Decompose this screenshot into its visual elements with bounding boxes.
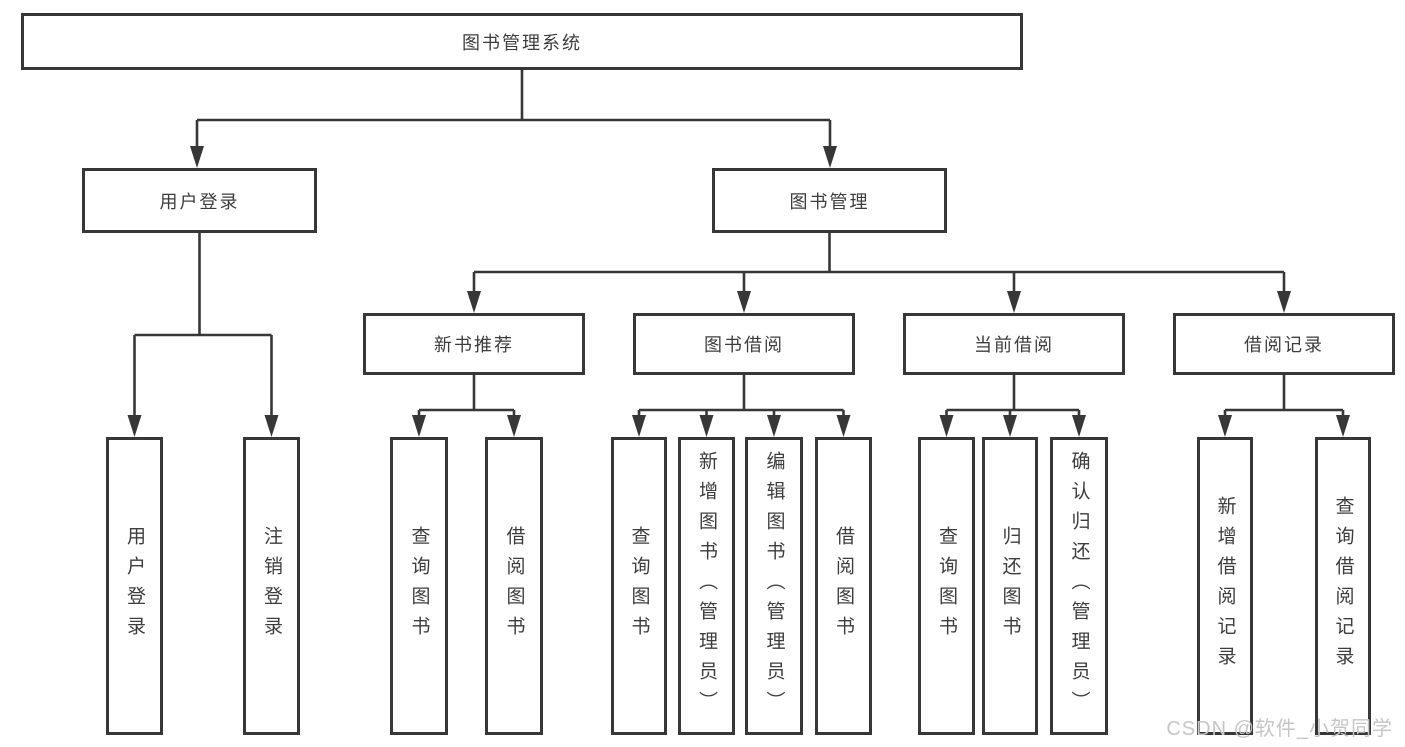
leaf-cb-confirm-return-admin-label: 确认归还（管理员） <box>1068 451 1090 721</box>
leaf-cb-confirm-return-admin: 确认归还（管理员） <box>1050 437 1108 735</box>
arrowhead-icon <box>467 291 481 313</box>
leaf-br-add-record: 新增借阅记录 <box>1197 437 1253 735</box>
arrowhead-icon <box>939 415 954 437</box>
arrowhead-icon <box>632 415 646 437</box>
csdn-watermark: CSDN @软件_小贺同学 <box>1166 718 1393 740</box>
leaf-nb-query-books-label: 查询图书 <box>408 526 430 646</box>
node-root: 图书管理系统 <box>21 13 1023 70</box>
leaf-nb-borrow-books: 借阅图书 <box>485 437 543 735</box>
node-current-borrowing-label: 当前借阅 <box>974 335 1054 355</box>
leaf-bb-edit-books-admin: 编辑图书（管理员） <box>745 437 803 735</box>
arrowhead-icon <box>127 415 142 437</box>
leaf-bb-borrow-books: 借阅图书 <box>815 437 872 735</box>
node-book-borrowing-label: 图书借阅 <box>704 335 784 355</box>
leaf-br-query-record: 查询借阅记录 <box>1315 437 1371 735</box>
connector-group-5 <box>939 375 1086 437</box>
leaf-bb-query-books: 查询图书 <box>611 437 667 735</box>
connector-group-0 <box>190 69 837 168</box>
node-book-borrowing: 图书借阅 <box>633 313 855 375</box>
arrowhead-icon <box>1336 415 1350 437</box>
arrowhead-icon <box>1277 291 1291 313</box>
leaf-logout: 注销登录 <box>243 437 300 735</box>
arrowhead-icon <box>823 146 837 168</box>
leaf-cb-query-books-label: 查询图书 <box>936 526 957 646</box>
leaf-cb-query-books: 查询图书 <box>918 437 975 735</box>
leaf-logout-label: 注销登录 <box>261 526 282 646</box>
node-user-login: 用户登录 <box>82 168 317 233</box>
connector-group-6 <box>1218 375 1350 437</box>
arrowhead-icon <box>1007 291 1021 313</box>
leaf-bb-edit-books-admin-label: 编辑图书（管理员） <box>763 451 785 721</box>
arrowhead-icon <box>1072 415 1086 437</box>
arrowhead-icon <box>264 415 279 437</box>
leaf-cb-return-books-label: 归还图书 <box>999 526 1021 646</box>
arrowhead-icon <box>699 415 714 437</box>
leaf-nb-query-books: 查询图书 <box>390 437 448 735</box>
leaf-bb-add-books-admin: 新增图书（管理员） <box>678 437 735 735</box>
node-current-borrowing: 当前借阅 <box>903 313 1125 375</box>
leaf-br-query-record-label: 查询借阅记录 <box>1332 496 1354 676</box>
arrowhead-icon <box>1003 415 1017 437</box>
connector-group-4 <box>632 375 851 437</box>
node-book-management-label: 图书管理 <box>789 191 870 212</box>
leaf-user-login-label: 用户登录 <box>124 526 145 646</box>
arrowhead-icon <box>1218 415 1232 437</box>
leaf-user-login: 用户登录 <box>106 437 163 735</box>
arrowhead-icon <box>737 291 751 313</box>
node-borrowing-records: 借阅记录 <box>1173 313 1395 375</box>
node-book-management: 图书管理 <box>712 168 947 233</box>
arrowhead-icon <box>507 415 521 437</box>
connector-group-1 <box>127 233 279 437</box>
leaf-bb-borrow-books-label: 借阅图书 <box>833 526 854 646</box>
leaf-nb-borrow-books-label: 借阅图书 <box>503 526 525 646</box>
leaf-cb-return-books: 归还图书 <box>982 437 1038 735</box>
node-new-book-recommend: 新书推荐 <box>363 313 585 375</box>
connector-group-2 <box>467 233 1291 313</box>
leaf-bb-query-books-label: 查询图书 <box>628 526 650 646</box>
node-borrowing-records-label: 借阅记录 <box>1244 335 1324 355</box>
leaf-br-add-record-label: 新增借阅记录 <box>1214 496 1236 676</box>
leaf-bb-add-books-admin-label: 新增图书（管理员） <box>696 451 717 721</box>
connector-group-3 <box>412 375 521 437</box>
arrowhead-icon <box>836 415 851 437</box>
arrowhead-icon <box>412 415 426 437</box>
node-user-login-label: 用户登录 <box>159 191 240 212</box>
arrowhead-icon <box>190 146 204 168</box>
arrowhead-icon <box>767 415 781 437</box>
node-root-label: 图书管理系统 <box>462 32 582 53</box>
node-new-book-recommend-label: 新书推荐 <box>434 335 514 355</box>
